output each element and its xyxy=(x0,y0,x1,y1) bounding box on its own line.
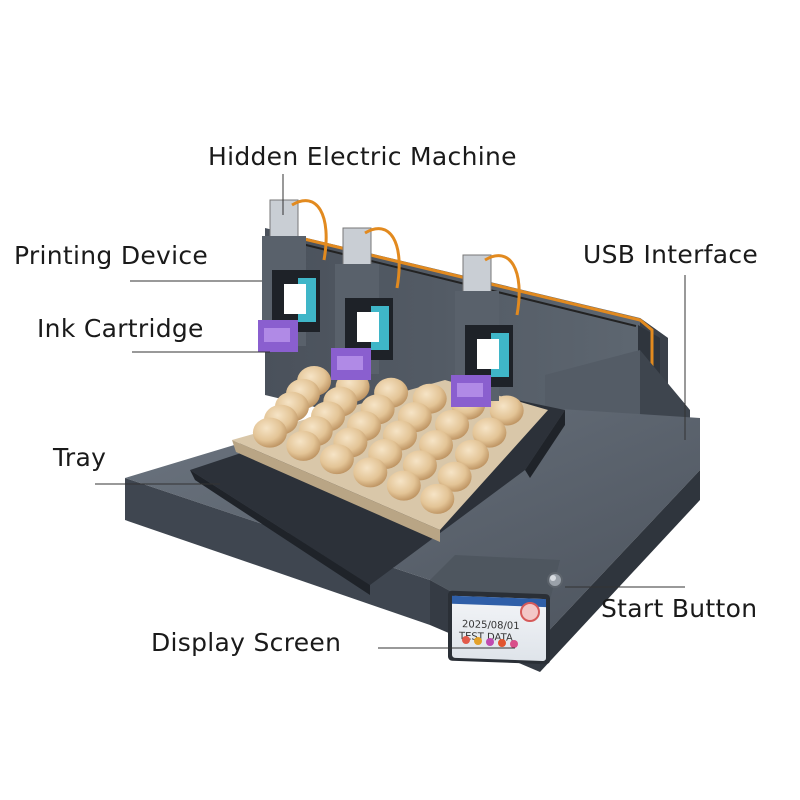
screen-app-icon xyxy=(486,638,494,646)
egg xyxy=(386,470,421,501)
screen-app-icon xyxy=(474,637,482,645)
egg xyxy=(252,417,287,448)
screen-app-icon xyxy=(510,640,518,648)
label-printing-device: Printing Device xyxy=(14,241,209,270)
egg xyxy=(286,430,321,461)
egg xyxy=(472,417,507,448)
egg xyxy=(489,395,524,426)
label-usb-interface: USB Interface xyxy=(583,240,759,269)
eggs xyxy=(252,366,524,514)
screen-logo-icon xyxy=(520,602,540,622)
print-heads xyxy=(258,199,521,407)
screen-app-icon xyxy=(462,636,470,644)
label-hidden-electric-machine: Hidden Electric Machine xyxy=(208,142,517,171)
egg xyxy=(455,439,489,470)
screen-app-icon xyxy=(498,639,506,647)
egg xyxy=(437,461,472,492)
egg xyxy=(353,457,388,488)
print-head xyxy=(451,254,521,407)
label-display-screen: Display Screen xyxy=(151,628,342,657)
display-panel: 2025/08/01 TEST DATA xyxy=(430,555,560,665)
label-tray: Tray xyxy=(53,443,107,472)
screen-date: 2025/08/01 xyxy=(462,619,520,632)
start-button-highlight xyxy=(550,575,556,581)
leader-lines xyxy=(95,174,686,649)
label-ink-cartridge: Ink Cartridge xyxy=(37,314,204,343)
egg xyxy=(319,444,354,475)
label-start-button: Start Button xyxy=(601,594,758,623)
print-head xyxy=(258,199,328,352)
print-head xyxy=(331,227,401,380)
egg xyxy=(420,483,455,514)
